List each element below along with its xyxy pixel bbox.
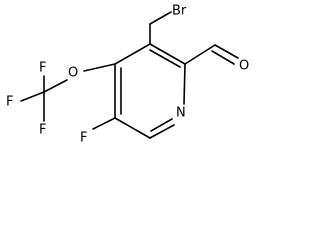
- atom-f-cf3-bottom: F: [39, 123, 46, 138]
- bond-ch2-br: [149, 11, 172, 25]
- atom-f-cf3-top: F: [39, 61, 46, 76]
- bond-o-cf3: [43, 79, 68, 93]
- atom-f-cf3-left: F: [6, 95, 13, 110]
- bond-lines: [20, 11, 239, 139]
- atom-o-aldehyde: O: [239, 59, 249, 74]
- atom-o-ether: O: [68, 66, 78, 81]
- bond-c6-c5: [114, 117, 151, 139]
- bond-c5-f: [92, 117, 116, 130]
- bond-c4-c2: [114, 43, 151, 65]
- bond-cho-o-double: [211, 50, 235, 65]
- atom-labels: Br O N F O F F F: [6, 4, 249, 146]
- bond-c2-c3-inner: [149, 49, 181, 68]
- atom-br: Br: [172, 4, 187, 19]
- bond-n-c6: [149, 124, 175, 139]
- bond-c4-o: [83, 63, 116, 72]
- atom-n-ring: N: [176, 106, 186, 121]
- atom-f-ring: F: [80, 131, 87, 146]
- chemical-structure: Br O N F O F F F: [6, 4, 249, 146]
- bond-n-c6-inner: [150, 118, 173, 132]
- bond-c3-n: [183, 63, 186, 105]
- bond-c2-c3: [149, 43, 186, 65]
- bond-cf3-f-left: [20, 91, 45, 102]
- bond-c3-cho: [184, 44, 216, 65]
- bond-cho-o: [214, 44, 239, 59]
